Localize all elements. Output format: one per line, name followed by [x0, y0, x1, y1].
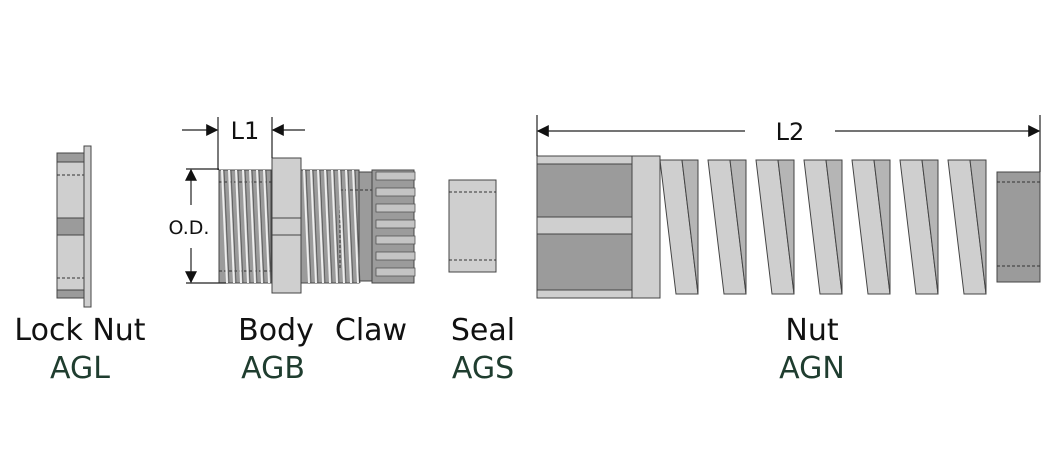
thread-line — [265, 169, 272, 284]
od-label: O.D. — [169, 217, 210, 239]
thread-line — [256, 169, 263, 284]
claw-finger — [375, 267, 416, 277]
thread-line — [235, 169, 242, 284]
spiral-back — [873, 159, 891, 295]
nut-part — [536, 155, 1041, 299]
claw-finger — [375, 187, 416, 197]
l1-label: L1 — [231, 117, 260, 145]
spiral-back — [921, 159, 939, 295]
thread-line — [263, 169, 270, 284]
thread-line — [312, 169, 319, 284]
thread-line — [326, 169, 333, 284]
claw-finger — [375, 171, 416, 181]
l2-dimension: L2 — [536, 115, 1041, 172]
thread-line — [230, 169, 237, 284]
claw-finger — [375, 219, 416, 229]
od-dimension: O.D. — [169, 168, 226, 284]
lock-nut-part — [56, 145, 92, 308]
thread-line — [242, 169, 249, 284]
l1-dimension: L1 — [182, 117, 305, 170]
seal-code: AGS — [452, 351, 514, 386]
lock-nut-code: AGL — [50, 351, 110, 386]
thread-line — [354, 169, 361, 284]
thread-line — [305, 169, 312, 284]
claw-finger — [375, 251, 416, 261]
thread-line — [244, 169, 251, 284]
thread-line — [303, 169, 310, 284]
body-label: Body — [238, 313, 314, 348]
nut-code: AGN — [779, 351, 845, 386]
thread-line — [237, 169, 244, 284]
spiral-back — [729, 159, 747, 295]
thread-line — [310, 169, 317, 284]
lock-nut-label: Lock Nut — [14, 313, 145, 348]
thread-line — [338, 169, 345, 284]
thread-line — [228, 169, 235, 284]
thread-line — [324, 169, 331, 284]
thread-line — [258, 169, 265, 284]
thread-line — [333, 169, 340, 284]
thread-line — [251, 169, 258, 284]
thread-line — [340, 169, 347, 284]
body-part — [218, 157, 374, 294]
thread-line — [352, 169, 359, 284]
thread-line — [319, 169, 326, 284]
thread-line — [317, 169, 324, 284]
thread-line — [249, 169, 256, 284]
thread-line — [347, 169, 354, 284]
nut-label: Nut — [785, 313, 838, 348]
thread-line — [223, 169, 230, 284]
thread-line — [331, 169, 338, 284]
seal-part — [448, 179, 497, 273]
spiral-back — [777, 159, 795, 295]
spiral-back — [681, 159, 699, 295]
l2-label: L2 — [776, 118, 805, 146]
thread-line — [221, 169, 228, 284]
claw-part — [371, 169, 416, 284]
thread-line — [345, 169, 352, 284]
seal-label: Seal — [451, 313, 515, 348]
claw-finger — [375, 203, 416, 213]
spiral-back — [825, 159, 843, 295]
spiral-back — [969, 159, 987, 295]
claw-label: Claw — [335, 313, 407, 348]
body-code: AGB — [241, 351, 305, 386]
claw-finger — [375, 235, 416, 245]
